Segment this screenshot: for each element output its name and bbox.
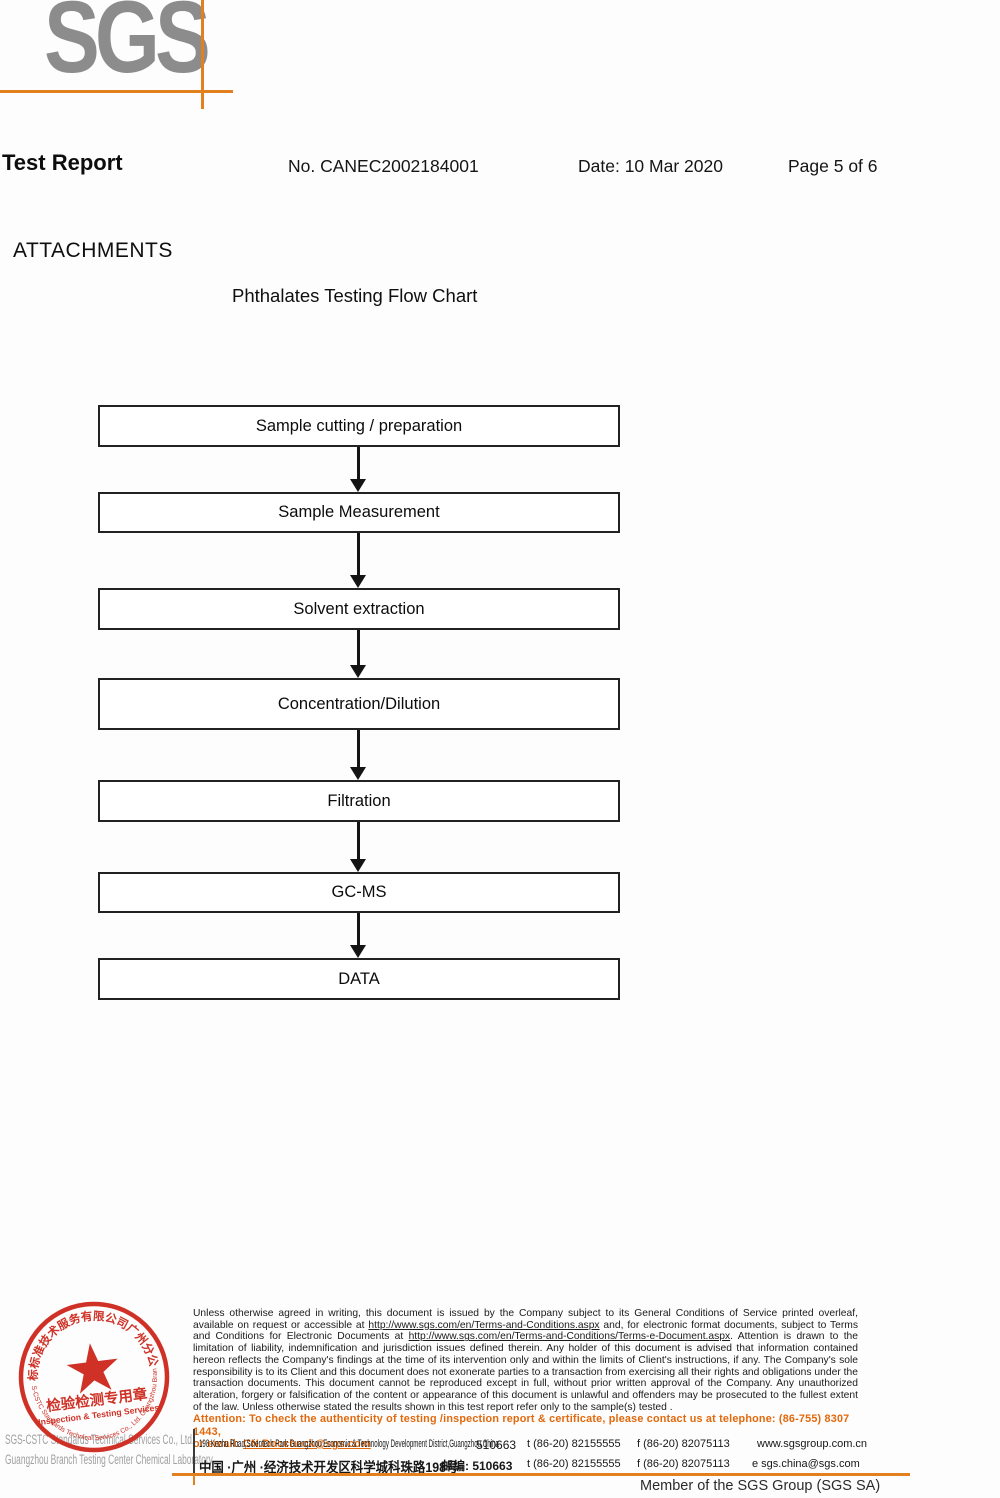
flow-arrow-icon: [350, 630, 367, 678]
logo-crosshair-horizontal: [0, 90, 233, 93]
terms-disclaimer-text: Unless otherwise agreed in writing, this…: [193, 1308, 859, 1413]
flow-arrow-icon: [350, 447, 367, 492]
page-indicator: Page 5 of 6: [788, 156, 1000, 1498]
attachments-heading: ATTACHMENTS: [13, 239, 173, 262]
flow-arrow-icon: [350, 533, 367, 588]
flow-arrow-icon: [350, 730, 367, 780]
logo-crosshair-vertical: [201, 0, 204, 109]
crosshair-vertical-bottom: [193, 1476, 195, 1485]
postal-code-en: 510663: [476, 1438, 517, 1452]
sgs-logo: SGS: [44, 0, 211, 94]
flow-arrow-icon: [350, 913, 367, 958]
attention-line2-prefix: or email:: [193, 1438, 244, 1450]
sgs-website-link[interactable]: www.sgsgroup.com.cn: [757, 1438, 868, 1450]
flow-step-solvent-extraction: Solvent extraction: [98, 588, 620, 630]
flow-step-sample-measurement: Sample Measurement: [98, 492, 620, 533]
company-lab-line: Guangzhou Branch Testing Center Chemical…: [5, 1452, 215, 1467]
flowchart-title: Phthalates Testing Flow Chart: [232, 285, 478, 306]
address-english: 198 Kezhu Road,Scientech Park Guangzhou …: [199, 1438, 499, 1450]
fax-cn: f (86-20) 82075113: [637, 1458, 730, 1470]
inspection-stamp-seal: 通标标准技术服务有限公司广州分公司 SGS-CSTC Standards Tec…: [14, 1297, 170, 1453]
footer-orange-rule: [172, 1473, 910, 1476]
flow-step-gc-ms: GC-MS: [98, 872, 620, 913]
postal-code-cn: 邮编: 510663: [441, 1459, 513, 1473]
member-line: Member of the SGS Group (SGS SA): [640, 1478, 881, 1494]
address-separator-line: [193, 1429, 195, 1476]
report-title: Test Report: [2, 150, 123, 175]
sgs-email-link[interactable]: e sgs.china@sgs.com: [752, 1458, 860, 1470]
attention-line1: Attention: To check the authenticity of …: [193, 1413, 850, 1438]
telephone-cn: t (86-20) 82155555: [527, 1458, 621, 1470]
telephone-en: t (86-20) 82155555: [527, 1438, 621, 1450]
flow-step-data: DATA: [98, 958, 620, 1000]
stamp-star-icon: [66, 1343, 118, 1394]
report-number: No. CANEC2002184001: [288, 156, 479, 176]
flow-arrow-icon: [350, 822, 367, 872]
flow-step-sample-cutting: Sample cutting / preparation: [98, 405, 620, 447]
attention-notice: Attention: To check the authenticity of …: [193, 1413, 863, 1451]
address-chinese: 中国 ·广州 ·经济技术开发区科学城科珠路198号: [199, 1460, 459, 1475]
doccheck-email-link[interactable]: CN.Doccheck@sgs.com: [243, 1438, 371, 1450]
flow-step-concentration-dilution: Concentration/Dilution: [98, 678, 620, 730]
report-date: Date: 10 Mar 2020: [578, 156, 723, 176]
flow-step-filtration: Filtration: [98, 780, 620, 822]
fax-en: f (86-20) 82075113: [637, 1438, 730, 1450]
